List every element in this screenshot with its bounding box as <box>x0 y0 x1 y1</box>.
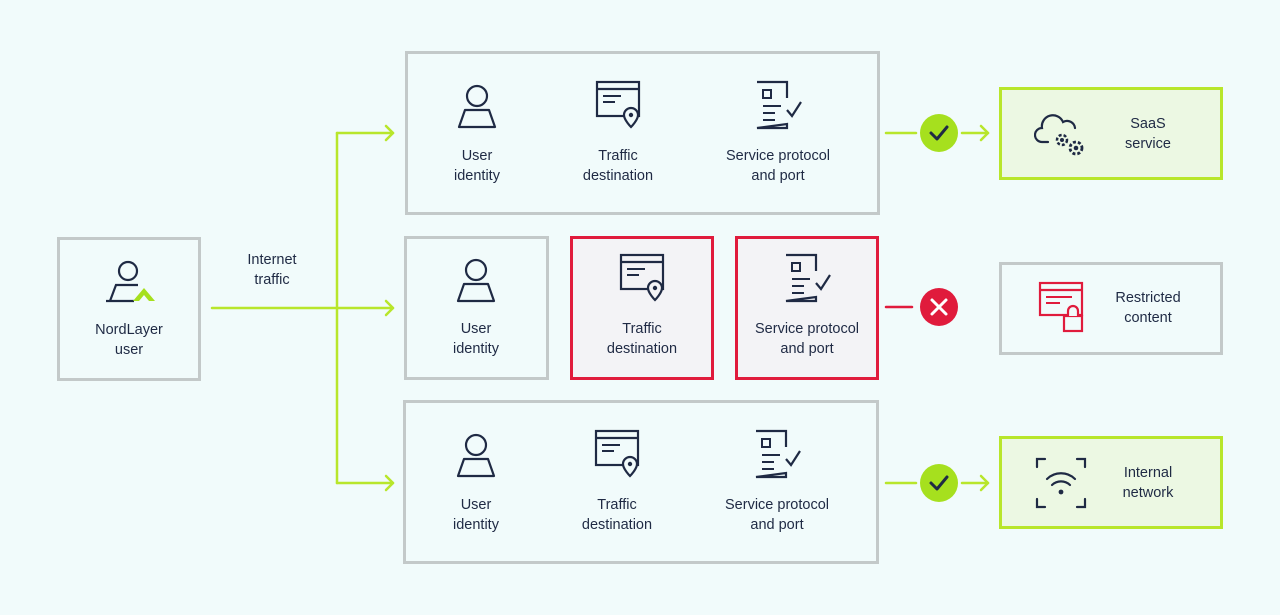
wifi-network-icon <box>1035 457 1087 509</box>
nordlayer-user-label: NordLayer user <box>70 320 188 360</box>
saas-service-label: SaaS service <box>1098 114 1198 154</box>
user-identity-line2: identity <box>453 341 499 357</box>
cloud-gear-icon <box>1034 114 1084 156</box>
service-protocol-line1: Service protocol <box>725 497 829 513</box>
traffic-destination-label: Traffic destination <box>557 495 677 535</box>
internal-network-box <box>999 436 1223 529</box>
user-identity-label: User identity <box>426 495 526 535</box>
traffic-destination-line1: Traffic <box>598 148 638 164</box>
restricted-lock-icon <box>1038 281 1084 333</box>
service-protocol-icon <box>756 80 802 130</box>
traffic-destination-icon <box>594 429 640 478</box>
traffic-destination-label: Traffic destination <box>582 319 702 359</box>
service-protocol-line1: Service protocol <box>726 148 830 164</box>
internet-traffic-line2: traffic <box>254 272 290 288</box>
restricted-content-box <box>999 262 1223 355</box>
traffic-destination-line2: destination <box>582 168 654 184</box>
policy-box-identity <box>404 236 549 380</box>
user-identity-line1: User <box>461 148 493 164</box>
internal-network-label: Internal network <box>1098 463 1198 503</box>
policy-box-internal <box>403 400 879 564</box>
user-identity-icon <box>456 433 496 478</box>
nordlayer-user-icon <box>106 260 155 303</box>
policy-box-destination-denied <box>570 236 714 380</box>
traffic-destination-line2: destination <box>581 517 653 533</box>
cross-icon <box>920 288 958 326</box>
saas-service-box <box>999 87 1223 180</box>
traffic-destination-line1: Traffic <box>597 497 637 513</box>
service-protocol-icon <box>785 253 831 303</box>
internet-traffic-label: Internet traffic <box>222 250 322 290</box>
service-protocol-icon <box>755 429 801 479</box>
check-icon <box>920 464 958 502</box>
traffic-destination-icon <box>595 80 641 129</box>
saas-service-line1: SaaS <box>1130 116 1166 132</box>
user-identity-line1: User <box>460 497 492 513</box>
service-protocol-line2: and port <box>780 341 834 357</box>
nordlayer-user-box <box>57 237 201 381</box>
saas-service-line2: service <box>1125 136 1171 152</box>
restricted-content-line1: Restricted <box>1115 290 1181 306</box>
service-protocol-line2: and port <box>751 168 805 184</box>
internet-traffic-line1: Internet <box>247 252 297 268</box>
user-identity-line2: identity <box>454 168 500 184</box>
user-identity-label: User identity <box>427 146 527 186</box>
internal-network-line1: Internal <box>1123 465 1173 481</box>
user-identity-icon <box>457 84 497 129</box>
nordlayer-user-line1: NordLayer <box>95 322 163 338</box>
nordlayer-user-line2: user <box>114 342 144 358</box>
traffic-destination-line2: destination <box>606 341 678 357</box>
traffic-destination-icon <box>619 253 665 302</box>
user-identity-icon <box>456 258 496 303</box>
restricted-content-label: Restricted content <box>1098 288 1198 328</box>
traffic-destination-label: Traffic destination <box>558 146 678 186</box>
service-protocol-line2: and port <box>750 517 804 533</box>
service-protocol-line1: Service protocol <box>755 321 859 337</box>
policy-box-protocol-denied <box>735 236 879 380</box>
user-identity-line2: identity <box>453 517 499 533</box>
policy-box-saas <box>405 51 880 215</box>
traffic-destination-line1: Traffic <box>622 321 662 337</box>
internal-network-line2: network <box>1122 485 1174 501</box>
service-protocol-label: Service protocol and port <box>737 319 877 359</box>
user-identity-label: User identity <box>426 319 526 359</box>
restricted-content-line2: content <box>1124 310 1172 326</box>
check-icon <box>920 114 958 152</box>
service-protocol-label: Service protocol and port <box>707 495 847 535</box>
user-identity-line1: User <box>460 321 492 337</box>
service-protocol-label: Service protocol and port <box>708 146 848 186</box>
